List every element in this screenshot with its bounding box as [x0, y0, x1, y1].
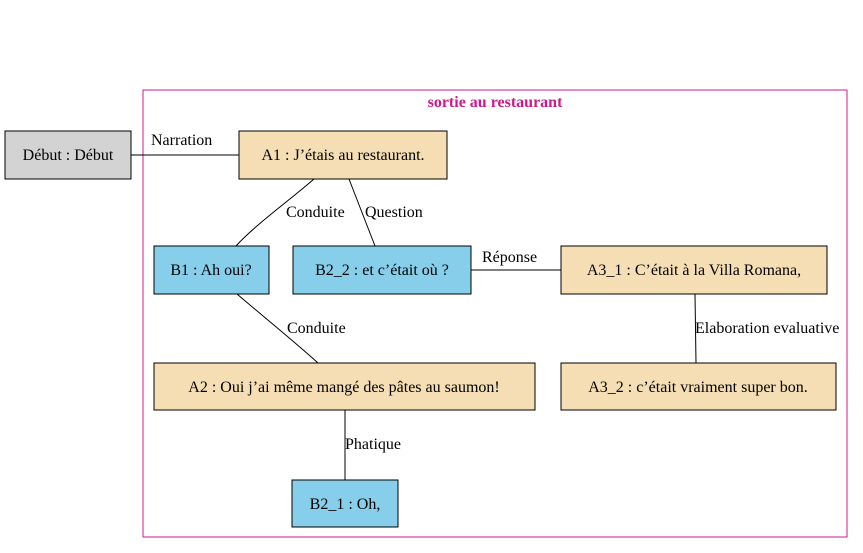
edge-b1-a2 [236, 293, 319, 364]
edge-label-conduite-1: Conduite [286, 204, 345, 221]
node-a1-label: A1 : J’étais au restaurant. [261, 147, 424, 164]
edge-label-elaboration-evaluative: Elaboration evaluative [695, 320, 839, 337]
node-b2-2[interactable]: B2_2 : et c’était où ? [292, 245, 472, 295]
edge-label-question: Question [365, 204, 423, 221]
node-a1[interactable]: A1 : J’étais au restaurant. [238, 130, 448, 180]
node-a3-1[interactable]: A3_1 : C’était à la Villa Romana, [560, 245, 828, 295]
node-debut-label: Début : Début [23, 147, 114, 164]
cluster-title: sortie au restaurant [428, 94, 563, 111]
node-b2-2-label: B2_2 : et c’était où ? [315, 262, 449, 279]
edge-a1-b2-2 [348, 178, 376, 247]
edge-label-narration: Narration [151, 132, 212, 149]
node-b2-1[interactable]: B2_1 : Oh, [291, 479, 399, 528]
edge-a1-b1 [235, 178, 315, 247]
edge-label-phatique: Phatique [345, 436, 401, 453]
edge-label-conduite-2: Conduite [287, 320, 346, 337]
cluster-border [142, 89, 848, 538]
node-debut[interactable]: Début : Début [4, 130, 132, 180]
edge-label-reponse: Réponse [482, 249, 537, 266]
node-a3-2-label: A3_2 : c’était vraiment super bon. [588, 379, 808, 396]
node-b1[interactable]: B1 : Ah oui? [153, 245, 270, 295]
edge-a3-1-a3-2 [694, 293, 697, 364]
node-a2[interactable]: A2 : Oui j’ai même mangé des pâtes au sa… [153, 362, 536, 411]
node-a3-1-label: A3_1 : C’était à la Villa Romana, [587, 262, 801, 279]
node-a3-2[interactable]: A3_2 : c’était vraiment super bon. [560, 362, 837, 411]
node-b1-label: B1 : Ah oui? [170, 262, 251, 279]
node-b2-1-label: B2_1 : Oh, [310, 496, 381, 513]
node-a2-label: A2 : Oui j’ai même mangé des pâtes au sa… [188, 379, 499, 396]
